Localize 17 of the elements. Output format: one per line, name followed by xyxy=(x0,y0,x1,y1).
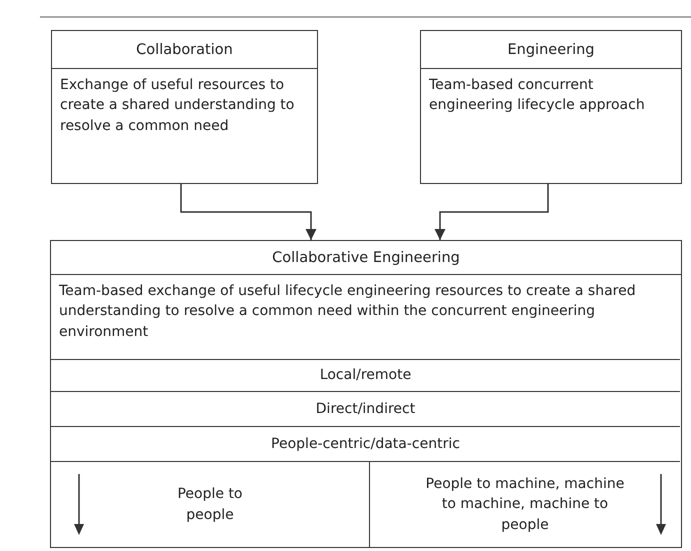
attribute-label: Local/remote xyxy=(320,366,412,386)
interaction-label: People to machine, machine to machine, machine to people xyxy=(425,475,625,535)
arrow xyxy=(180,184,316,240)
box-heading: Collaboration xyxy=(52,31,317,69)
concept-box xyxy=(420,30,682,184)
arrow xyxy=(434,184,549,240)
concept-box xyxy=(51,30,318,184)
box-description: Exchange of useful resources to create a shared understanding to resolve a common need xyxy=(59,76,296,136)
concept-box xyxy=(50,240,682,548)
box-description: Team-based concurrent engineering lifecycle approach xyxy=(428,76,646,116)
box-heading: Collaborative Engineering xyxy=(51,241,681,275)
interaction-cell xyxy=(369,461,680,547)
interaction-label: People to people xyxy=(176,485,244,524)
box-heading: Engineering xyxy=(421,31,681,69)
box-description: Team-based exchange of useful lifecycle engineering resources to create a shared understanding to resolve a common need within the concurrent engineering environment xyxy=(58,282,637,342)
attribute-label: Direct/indirect xyxy=(316,400,416,419)
attribute-label: People-centric/data-centric xyxy=(271,434,460,454)
